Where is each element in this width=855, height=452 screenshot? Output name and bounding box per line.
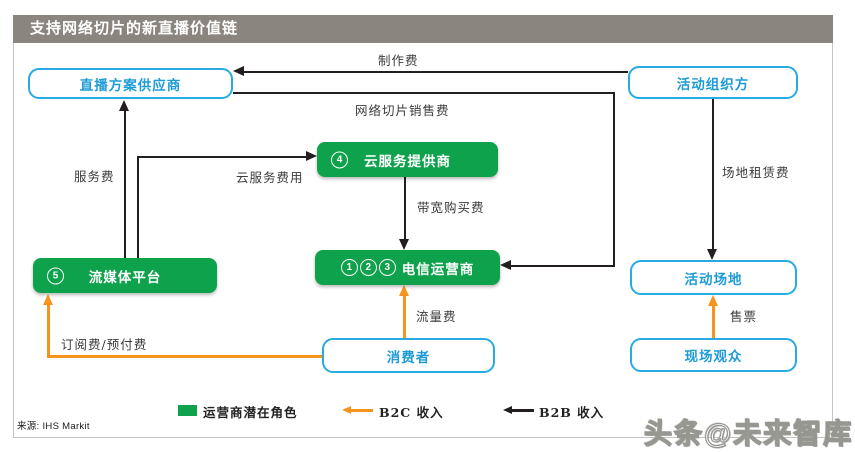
- arrowhead-up-icon: [708, 295, 718, 306]
- node-label: 直播方案供应商: [79, 77, 182, 93]
- arrowhead-up-icon: [43, 294, 53, 305]
- edge-bandwidth-label: 带宽购买费: [417, 200, 485, 215]
- edge-data-fee-line: [403, 295, 406, 338]
- node-event-venue: 活动场地: [630, 260, 797, 295]
- edge-cloud-fee-label: 云服务费用: [236, 170, 304, 185]
- watermark: 头条@未来智库: [643, 417, 854, 449]
- edge-slice-fee-label: 网络切片销售费: [355, 103, 450, 118]
- arrowhead-up-icon: [119, 100, 129, 111]
- circled-number-icon: 1: [340, 259, 358, 276]
- node-streaming-platform: 5 流媒体平台: [33, 258, 217, 293]
- edge-service-fee-line: [124, 110, 126, 258]
- node-live-audience: 现场观众: [630, 338, 797, 372]
- circled-number-icon: 4: [331, 151, 348, 168]
- edge-slice-fee-line-top: [233, 92, 615, 94]
- node-telecom-operator: 1 2 3 电信运营商: [315, 250, 500, 285]
- edge-subscription-line-vert: [47, 304, 50, 357]
- edge-production-fee-line: [244, 71, 628, 73]
- arrowhead-right-icon: [306, 151, 317, 161]
- arrowhead-down-icon: [399, 239, 409, 250]
- arrowhead-left-icon: [233, 66, 244, 76]
- edge-service-fee-label: 服务费: [74, 169, 115, 184]
- arrowhead-up-icon: [399, 285, 409, 296]
- node-consumer: 消费者: [322, 338, 495, 373]
- edge-subscription-line-horiz: [47, 355, 322, 358]
- arrowhead-down-icon: [707, 249, 717, 260]
- edge-venue-rental-line: [712, 99, 714, 250]
- circled-numbers: 1 2 3: [340, 259, 396, 276]
- diagram-title: 支持网络切片的新直播价值链: [13, 15, 833, 43]
- legend-role-label: 运营商潜在角色: [203, 405, 298, 420]
- node-label: 云服务提供商: [364, 153, 451, 169]
- edge-slice-fee-line-bottom: [511, 265, 615, 267]
- edge-data-fee-label: 流量费: [416, 309, 457, 324]
- node-label: 活动组织方: [676, 76, 750, 92]
- node-label: 活动场地: [684, 271, 743, 287]
- edge-production-fee-label: 制作费: [378, 53, 419, 68]
- node-label: 流媒体平台: [88, 269, 162, 285]
- edge-subscription-label: 订阅费/预付费: [61, 337, 148, 352]
- source-attribution: 来源: IHS Markit: [17, 421, 90, 432]
- node-label: 现场观众: [684, 349, 743, 364]
- node-label: 电信运营商: [401, 261, 475, 277]
- edge-ticket-fee-label: 售票: [730, 309, 758, 324]
- legend-b2c-label: B2C 收入: [379, 405, 444, 420]
- edge-ticket-fee-line: [712, 305, 715, 338]
- node-live-solution-provider: 直播方案供应商: [28, 68, 233, 99]
- node-label: 消费者: [386, 349, 431, 365]
- edge-venue-rental-label: 场地租赁费: [722, 165, 790, 180]
- node-cloud-service-provider: 4 云服务提供商: [317, 142, 498, 177]
- legend-black-arrow-line: [512, 409, 534, 412]
- legend-black-arrow-icon: [503, 406, 512, 414]
- circled-number-icon: 3: [378, 259, 396, 276]
- edge-cloud-fee-line-vert: [137, 157, 139, 258]
- node-event-organizer: 活动组织方: [628, 66, 798, 99]
- legend-orange-arrow-line: [351, 409, 373, 412]
- edge-cloud-fee-line-horiz: [137, 156, 306, 158]
- circled-number-icon: 5: [47, 267, 64, 284]
- legend-green-swatch-icon: [178, 405, 197, 416]
- edge-slice-fee-line-vert: [613, 92, 615, 267]
- arrowhead-left-icon: [500, 260, 511, 270]
- edge-bandwidth-line: [404, 177, 406, 240]
- legend-orange-arrow-icon: [342, 406, 351, 414]
- legend-b2b-label: B2B 收入: [539, 405, 605, 420]
- circled-number-icon: 2: [359, 259, 377, 276]
